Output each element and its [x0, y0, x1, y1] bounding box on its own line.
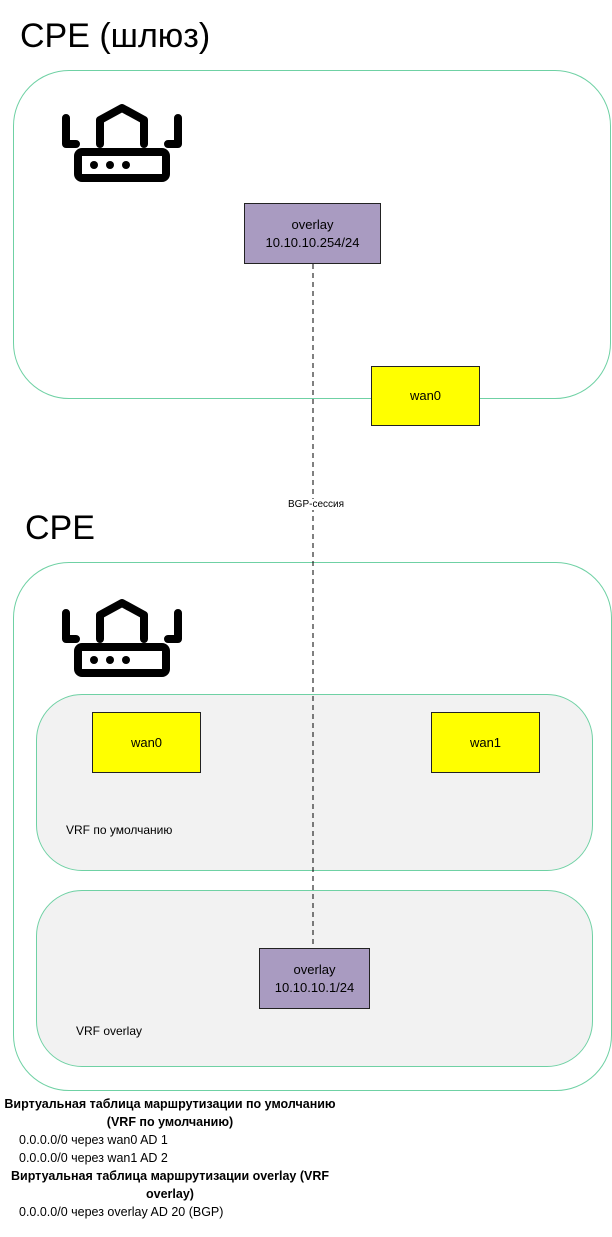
- gateway-overlay-interface: overlay 10.10.10.254/24: [244, 203, 381, 264]
- cpe-title: CPE: [25, 509, 95, 547]
- gateway-overlay-ip: 10.10.10.254/24: [265, 234, 360, 250]
- gateway-title: CPE (шлюз): [20, 17, 211, 55]
- gateway-wan0-label: wan0: [409, 388, 442, 403]
- route-line: 0.0.0.0/0 через overlay AD 20 (BGP): [19, 1205, 224, 1219]
- route-line: 0.0.0.0/0 через wan1 AD 2: [19, 1151, 168, 1165]
- cpe-overlay-ip: 10.10.10.1/24: [274, 979, 355, 995]
- router-icon: [62, 599, 182, 677]
- cpe-wan1-interface: wan1: [431, 712, 540, 773]
- gateway-wan0-interface: wan0: [371, 366, 480, 426]
- cpe-wan0-label: wan0: [130, 734, 163, 750]
- route-line: 0.0.0.0/0 через wan0 AD 1: [19, 1133, 168, 1147]
- cpe-overlay-name: overlay: [293, 961, 336, 977]
- routing-tables: Виртуальная таблица маршрутизации по умо…: [0, 1095, 340, 1221]
- cpe-wan1-label: wan1: [469, 734, 502, 750]
- overlay-vrf-table-header: Виртуальная таблица маршрутизации overla…: [10, 1169, 330, 1201]
- default-vrf-table-header: Виртуальная таблица маршрутизации по умо…: [4, 1097, 336, 1129]
- vrf-overlay-label: VRF overlay: [76, 1024, 143, 1038]
- cpe-overlay-interface: overlay 10.10.10.1/24: [259, 948, 370, 1009]
- vrf-default-label: VRF по умолчанию: [66, 823, 173, 837]
- cpe-wan0-interface: wan0: [92, 712, 201, 773]
- gateway-overlay-name: overlay: [291, 216, 334, 232]
- router-icon: [62, 104, 182, 182]
- bgp-session-label: BGP-сессия: [286, 499, 347, 510]
